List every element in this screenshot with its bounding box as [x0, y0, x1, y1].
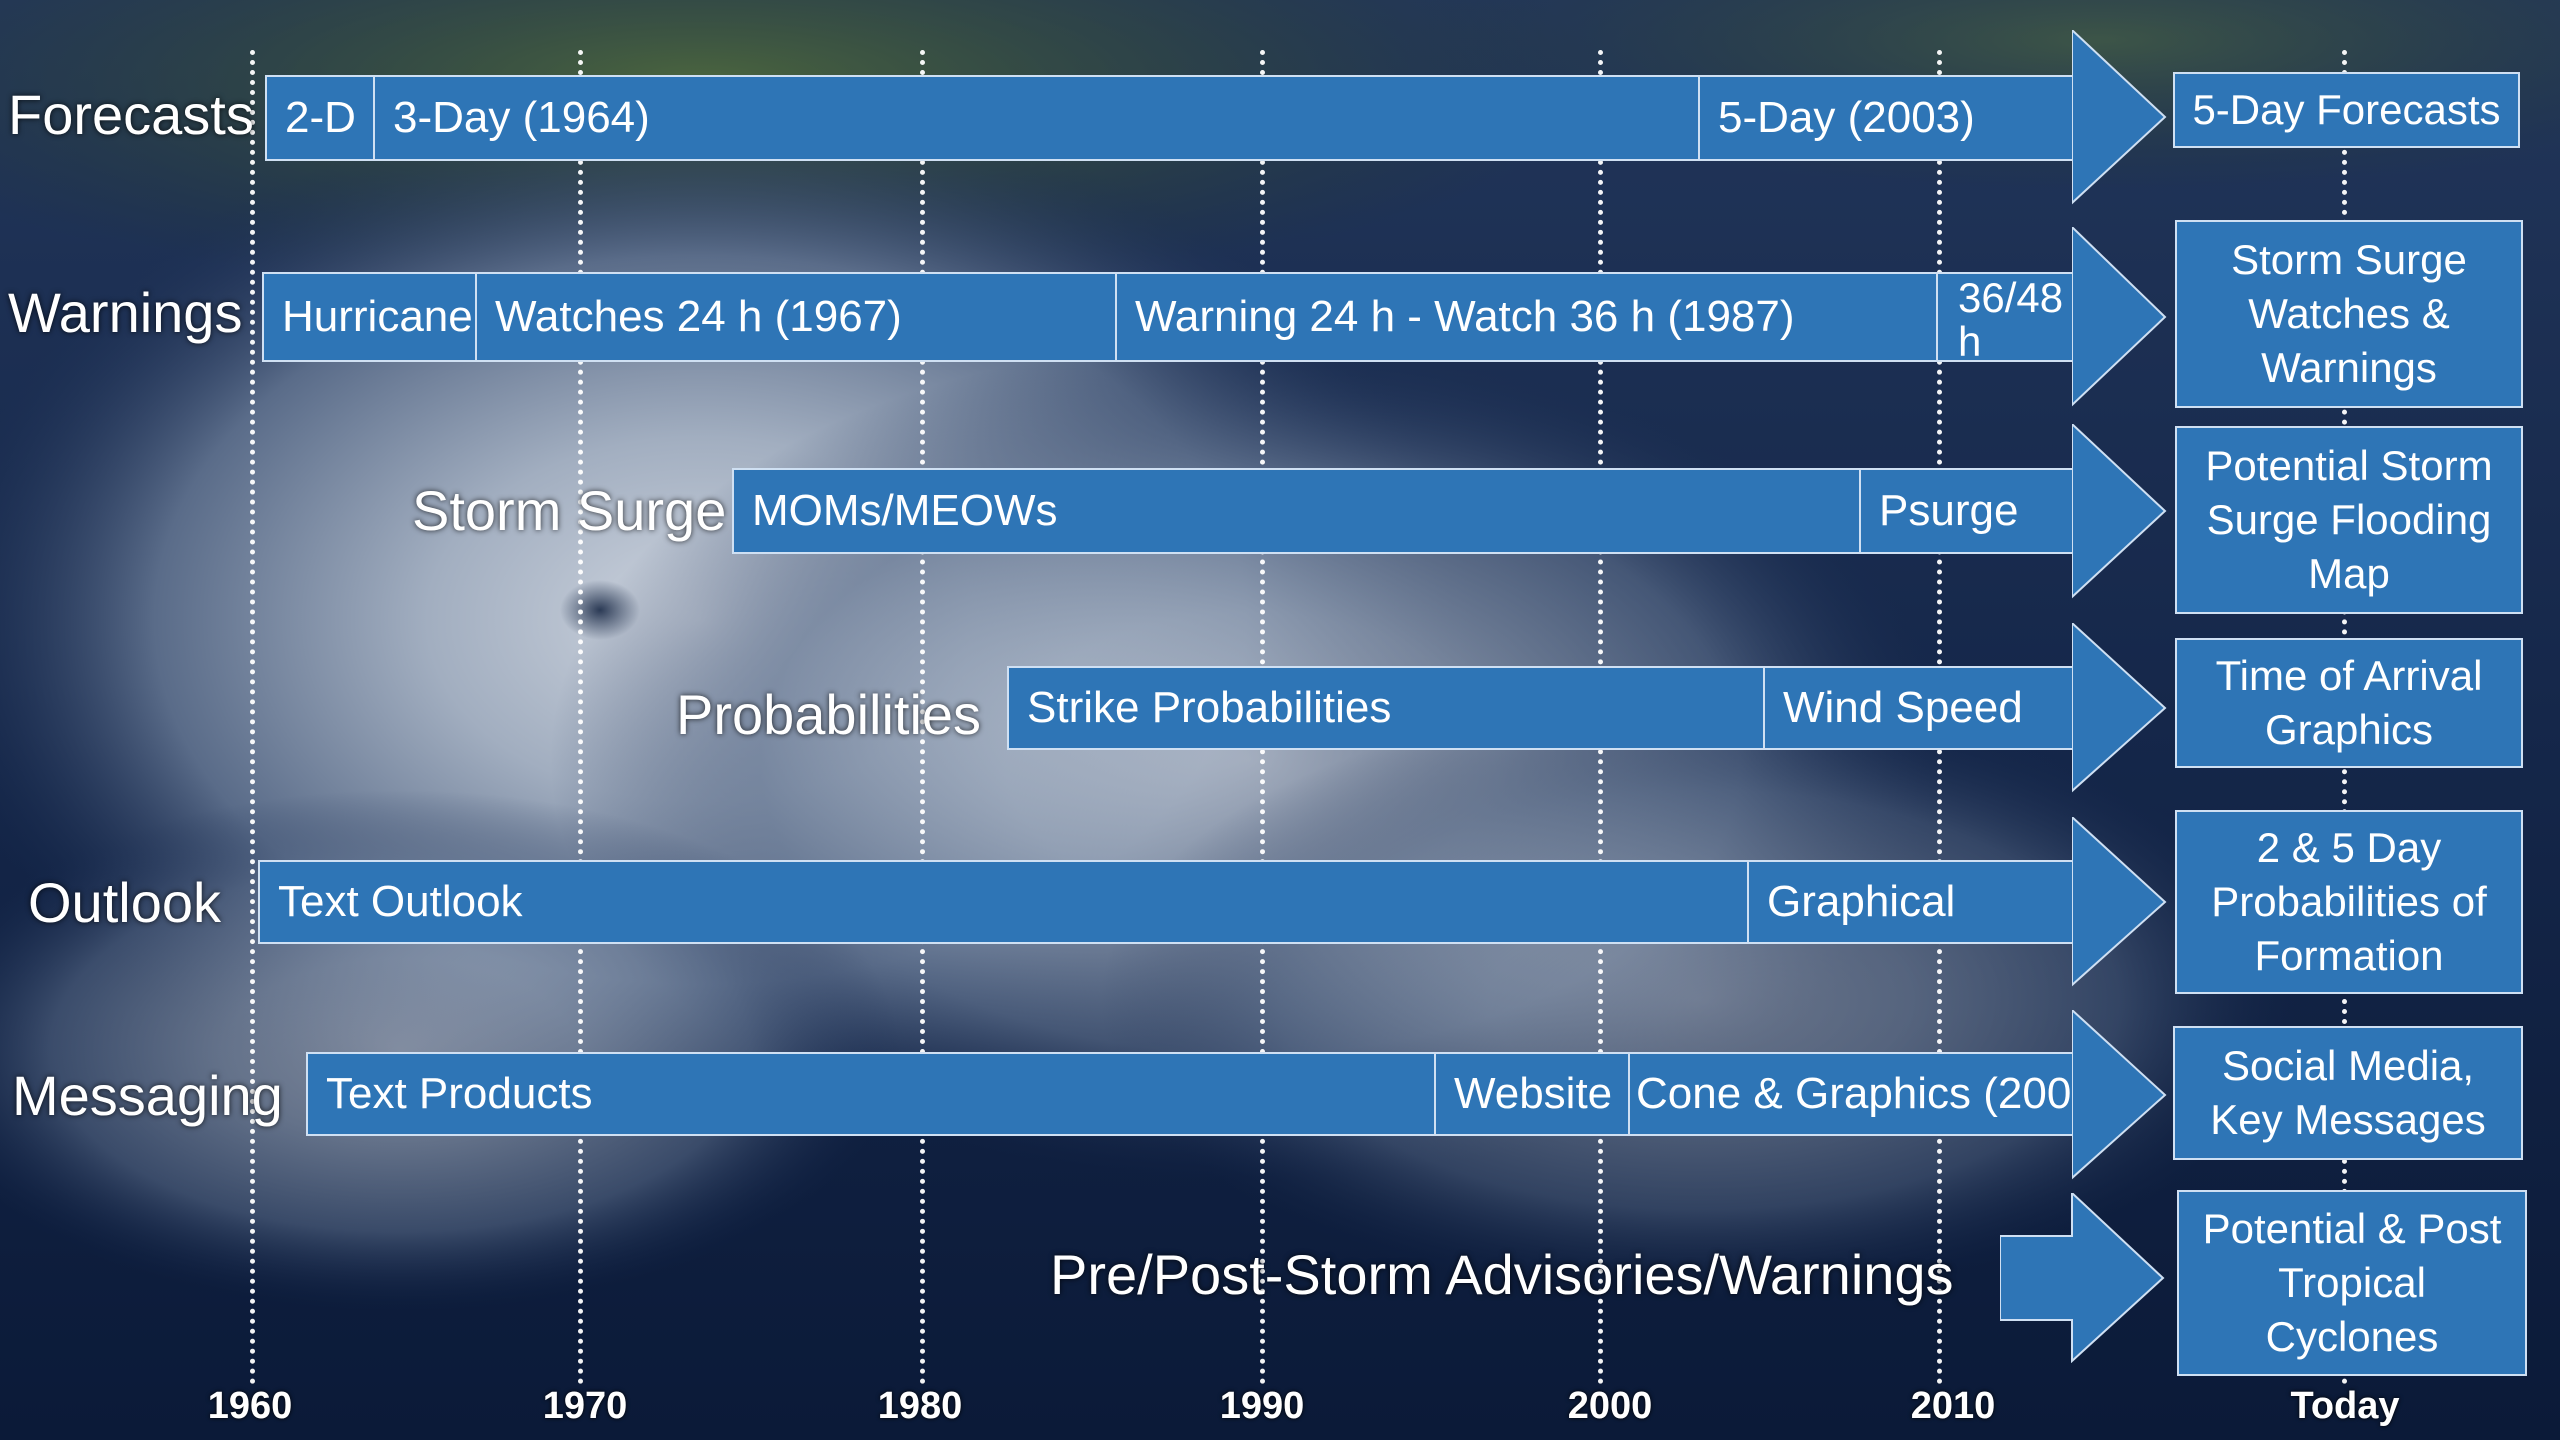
arrowhead-probabilities [2072, 623, 2167, 793]
segment-warning-24h-watch-36h-1987: Warning 24 h - Watch 36 h (1987) [1115, 272, 1938, 362]
year-label-1970: 1970 [542, 1385, 628, 1427]
arrowhead-storm-surge [2072, 424, 2167, 599]
segment-psurge: Psurge [1859, 468, 2076, 554]
gridline-1970 [578, 50, 583, 1385]
row-label-warnings: Warnings [8, 281, 243, 344]
year-label-1980: 1980 [877, 1385, 963, 1427]
today-box-potential-storm-surge-flooding-map: Potential Storm Surge Flooding Map [2175, 426, 2523, 614]
segment-wind-speed: Wind Speed [1763, 666, 2076, 750]
arrowhead-messaging [2072, 1010, 2167, 1180]
today-box-social-media-key-messages: Social Media, Key Messages [2173, 1026, 2523, 1160]
row-label-forecasts: Forecasts [8, 83, 254, 146]
row-label-outlook: Outlook [28, 871, 221, 934]
segment-2d: 2-D [265, 75, 375, 161]
row-label-probabilities: Probabilities [676, 683, 982, 746]
segment-36-48h: 36/48 h [1936, 272, 2076, 362]
year-label-today: Today [2290, 1385, 2400, 1427]
today-box-probabilities-of-formation: 2 & 5 Day Probabilities of Formation [2175, 810, 2523, 994]
year-label-1960: 1960 [207, 1385, 293, 1427]
today-box-potential-post-tropical-cyclones: Potential & Post Tropical Cyclones [2177, 1190, 2527, 1376]
today-box-storm-surge-watches-warnings: Storm Surge Watches & Warnings [2175, 220, 2523, 408]
year-label-2000: 2000 [1567, 1385, 1653, 1427]
row-label-pre-post-storm: Pre/Post-Storm Advisories/Warnings [1050, 1243, 1954, 1306]
gridline-1980 [920, 50, 925, 1385]
segment-cone-graphics-2001: Cone & Graphics (2001) [1628, 1052, 2076, 1136]
segment-graphical: Graphical [1747, 860, 2076, 944]
year-label-2010: 2010 [1910, 1385, 1996, 1427]
arrowhead-pre-post-storm [2000, 1193, 2165, 1363]
today-box-5day-forecasts: 5-Day Forecasts [2173, 72, 2520, 148]
gridline-1960 [250, 50, 255, 1385]
segment-website: Website [1434, 1052, 1630, 1136]
row-label-storm-surge: Storm Surge [412, 479, 727, 542]
arrowhead-forecasts [2072, 30, 2167, 205]
arrowhead-outlook [2072, 817, 2167, 987]
segment-watches-24h-1967: Watches 24 h (1967) [475, 272, 1117, 362]
segment-3day-1964: 3-Day (1964) [373, 75, 1700, 161]
segment-5day-2003: 5-Day (2003) [1698, 75, 2076, 161]
segment-strike-probabilities: Strike Probabilities [1007, 666, 1765, 750]
segment-moms-meows: MOMs/MEOWs [732, 468, 1861, 554]
segment-text-products-bar: Text Products [306, 1052, 1436, 1136]
today-box-time-of-arrival-graphics: Time of Arrival Graphics [2175, 638, 2523, 768]
row-label-messaging: Messaging [12, 1064, 283, 1127]
segment-hurricane: Hurricane [262, 272, 477, 362]
year-label-1990: 1990 [1219, 1385, 1305, 1427]
segment-text-products-label: Text Products [326, 1069, 593, 1118]
arrowhead-warnings [2072, 227, 2167, 407]
segment-text-outlook: Text Outlook [258, 860, 1749, 944]
